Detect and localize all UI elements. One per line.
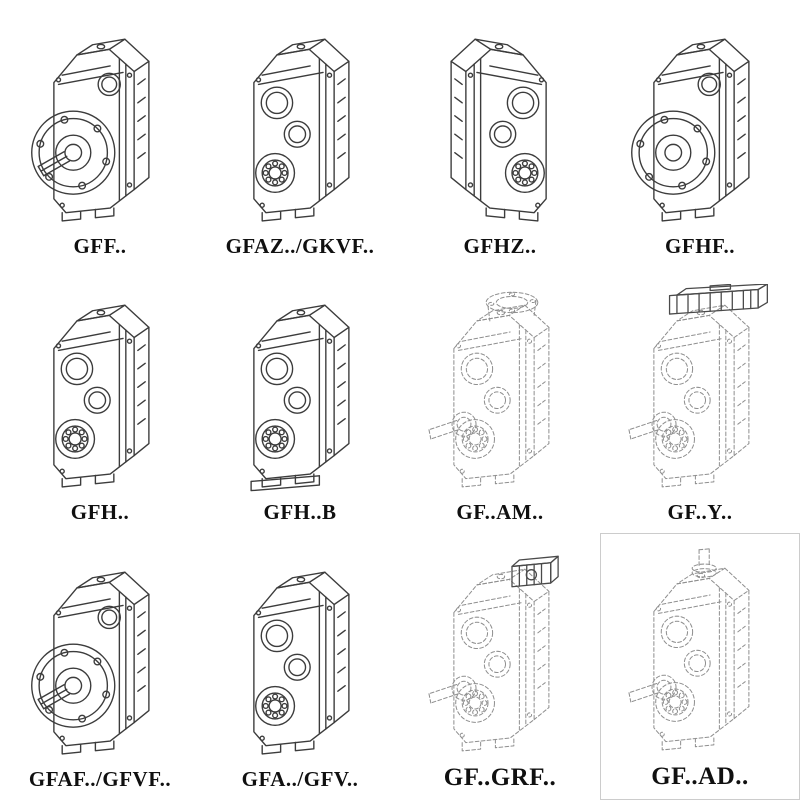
gearbox-model-label: GF..Y..	[667, 500, 733, 525]
gearbox-model-label: GFH..B	[263, 500, 337, 525]
catalog-cell-gfa-gfv: GFA../GFV..	[200, 533, 400, 800]
gearbox-model-label: GFH..	[70, 500, 130, 525]
catalog-cell-gf-am: GF..AM..	[400, 267, 600, 534]
catalog-cell-gfh-b: GFH..B	[200, 267, 400, 534]
gearbox-top-shaft-phantom-drawing	[628, 548, 750, 751]
gearbox-hollow-bore-drawing	[253, 38, 350, 222]
gearbox-flange-shaft-drawing	[31, 38, 150, 222]
gearbox-motor-mounted-phantom-drawing	[628, 284, 768, 488]
catalog-cell-gfaf-gfvf: GFAF../GFVF..	[0, 533, 200, 800]
gearbox-hollow-bore-base-drawing	[250, 304, 350, 492]
catalog-cell-gf-grf: GF..GRF..	[400, 533, 600, 800]
gearbox-input-flange-phantom-drawing	[428, 292, 550, 488]
gearbox-model-label: GF..GRF..	[443, 763, 557, 791]
gearbox-hollow-bore-drawing	[253, 571, 350, 755]
gearbox-model-label: GFAF../GFVF..	[28, 766, 172, 791]
catalog-cell-gfhf: GFHF..	[600, 0, 800, 267]
gearbox-model-label: GFAZ../GKVF..	[225, 233, 375, 258]
gearbox-hollow-bore-drawing	[53, 304, 150, 488]
gearbox-model-label: GFA../GFV..	[241, 766, 359, 791]
gearbox-hollow-bore-mirrored-drawing	[450, 38, 547, 222]
gearbox-model-label: GFHF..	[665, 233, 735, 258]
gearbox-model-label: GF..AM..	[456, 500, 544, 525]
catalog-cell-gf-y: GF..Y..	[600, 267, 800, 534]
gearbox-flange-drawing	[631, 38, 750, 222]
catalog-cell-gfhz: GFHZ..	[400, 0, 600, 267]
gearbox-model-label: GF..AD..	[651, 762, 749, 790]
catalog-cell-gfh: GFH..	[0, 267, 200, 534]
gearbox-model-label: GFF..	[73, 233, 127, 258]
gearbox-flange-shaft-drawing	[31, 571, 150, 755]
gearbox-input-adapter-phantom-drawing	[428, 555, 559, 752]
catalog-cell-gf-ad: GF..AD..	[600, 533, 800, 800]
input-adapter-icon	[511, 555, 559, 588]
gearbox-model-label: GFHZ..	[463, 233, 537, 258]
catalog-cell-gfaz-gkvf: GFAZ../GKVF..	[200, 0, 400, 267]
catalog-cell-gff: GFF..	[0, 0, 200, 267]
